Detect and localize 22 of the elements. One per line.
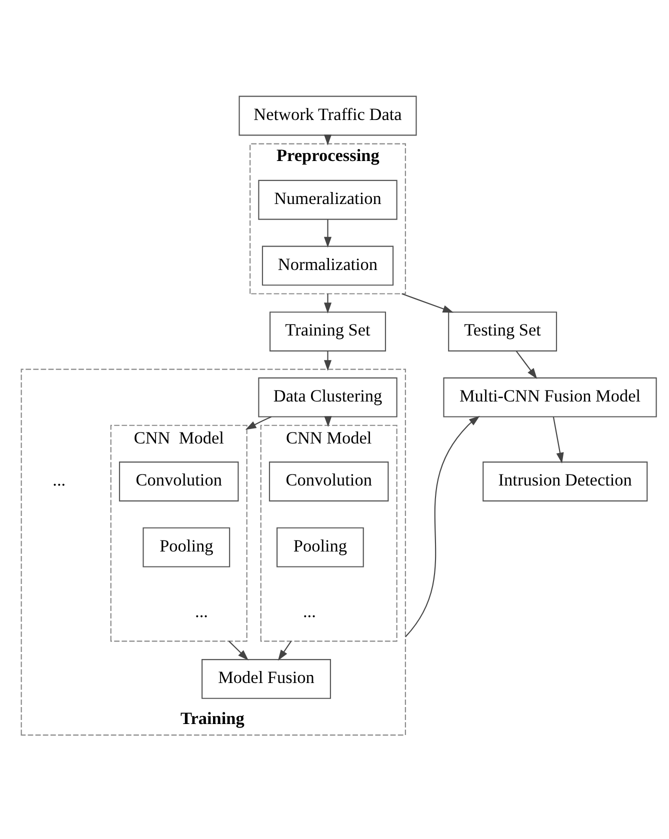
- label: ...: [52, 470, 66, 490]
- node-box: Convolution: [268, 461, 389, 501]
- node-box: Testing Set: [448, 311, 558, 351]
- arrow: [324, 218, 332, 248]
- node-box: Model Fusion: [202, 658, 331, 698]
- node-box: Multi-CNN Fusion Model: [443, 376, 657, 417]
- node-box: Pooling: [276, 526, 364, 567]
- arrow: [278, 640, 292, 660]
- node-box: Intrusion Detection: [482, 461, 648, 501]
- node-box: Normalization: [262, 245, 394, 286]
- arrow: [324, 293, 332, 313]
- arrow: [552, 416, 564, 463]
- arrow: [405, 415, 480, 637]
- arrow: [516, 350, 538, 378]
- node-box: Convolution: [118, 461, 239, 501]
- arrow: [245, 416, 272, 430]
- node-box: Training Set: [270, 311, 386, 351]
- arrow: [402, 292, 454, 312]
- node-box: Numeralization: [258, 179, 398, 220]
- arrow: [228, 640, 249, 660]
- node-box: Pooling: [142, 526, 230, 567]
- arrow: [324, 350, 332, 370]
